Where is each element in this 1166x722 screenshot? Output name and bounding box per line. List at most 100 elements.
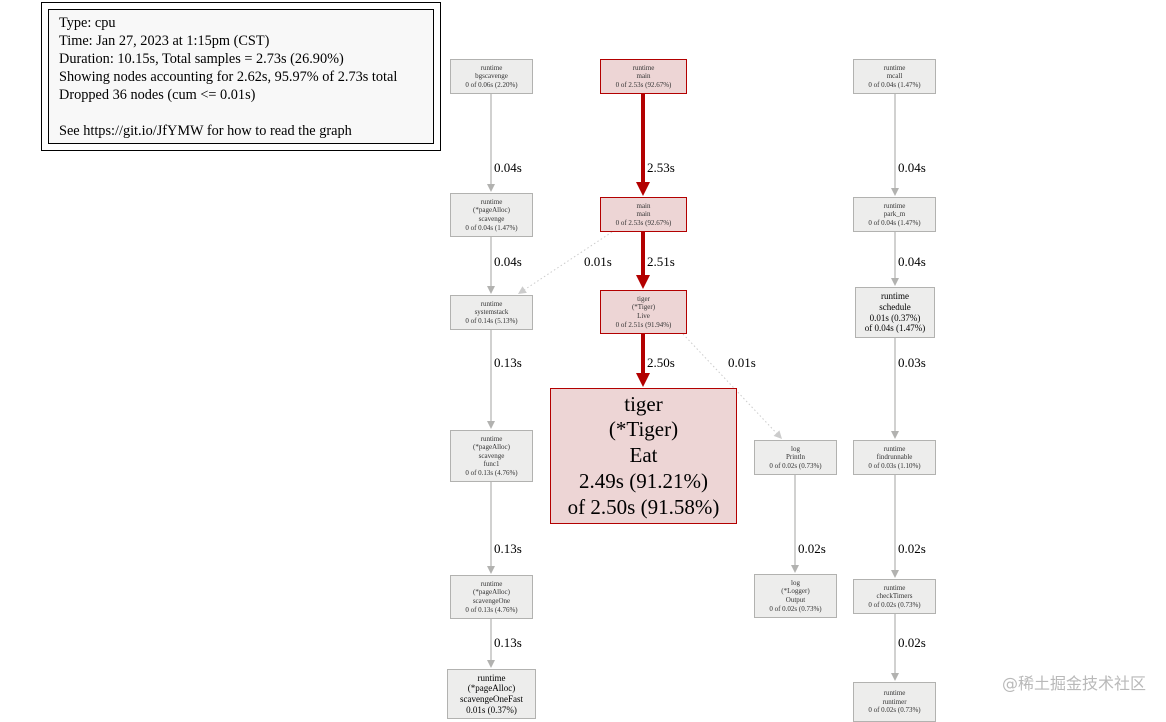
edge-arrowhead — [636, 373, 650, 387]
node-label-line: Println — [785, 453, 806, 462]
edge-label: 0.04s — [898, 160, 926, 175]
node-label-line: runtime — [480, 299, 503, 308]
node-label-line: 0 of 2.53s (92.67%) — [615, 218, 672, 227]
edge-arrowhead — [891, 570, 899, 578]
node-label-line: runtime — [480, 197, 503, 206]
edge-label: 2.50s — [647, 355, 675, 370]
node-label-line: 0 of 0.13s (4.76%) — [465, 605, 518, 614]
node-label-line: runtimer — [882, 697, 907, 706]
node-label-line: bgscavenge — [475, 72, 508, 81]
node-label-line: 0 of 0.06s (2.20%) — [465, 80, 518, 89]
node-label-line: 0 of 0.02s (0.73%) — [868, 706, 921, 715]
node-label-line: 2.49s (91.21%) — [579, 468, 708, 493]
legend-type: Type: cpu — [59, 15, 116, 31]
node-label-line: of 0.04s (1.47%) — [864, 323, 926, 334]
node-label-line: runtime — [480, 63, 503, 72]
edge-label: 0.03s — [898, 355, 926, 370]
node-label-line: scavengeOne — [472, 597, 511, 605]
node-label-line: 0 of 2.53s (92.67%) — [615, 80, 672, 89]
legend-showing: Showing nodes accounting for 2.62s, 95.9… — [59, 69, 398, 85]
edge-arrowhead — [487, 421, 495, 429]
node-label-line: 0.01s (0.37%) — [869, 312, 921, 323]
node-label-line: runtime — [883, 63, 906, 72]
node-label-line: runtime — [883, 583, 906, 592]
node-label-line: runtime — [632, 63, 655, 72]
edge-label: 0.13s — [494, 355, 522, 370]
node-label-line: scavengeOneFast — [460, 694, 523, 704]
edge-label: 0.13s — [494, 541, 522, 556]
legend-duration: Duration: 10.15s, Total samples = 2.73s … — [59, 51, 344, 67]
edge-arrowhead — [891, 673, 899, 681]
node-label-line: runtime — [883, 201, 906, 210]
edge-label: 0.02s — [898, 541, 926, 556]
node-label-line: (*pageAlloc) — [473, 206, 510, 215]
node-label-line: runtime — [883, 444, 906, 453]
node-label-line: main — [636, 72, 651, 81]
node-label-line: findrunnable — [876, 453, 913, 462]
graph-legend: Type: cpu Time: Jan 27, 2023 at 1:15pm (… — [41, 2, 441, 151]
node-label-line: runtime — [883, 689, 906, 698]
edge-arrowhead — [773, 430, 782, 439]
legend-help-link[interactable]: See https://git.io/JfYMW for how to read… — [59, 123, 352, 139]
node-label-line: 0 of 0.14s (5.13%) — [465, 316, 518, 325]
node-label-line: (*Tiger) — [631, 303, 656, 312]
node-label-line: 0.01s (0.37%) — [466, 704, 517, 715]
node-label-line: schedule — [879, 301, 911, 312]
node-label-line: log — [791, 578, 800, 587]
node-label-line: func1 — [483, 460, 500, 469]
node-label-line: log — [791, 444, 800, 453]
legend-time: Time: Jan 27, 2023 at 1:15pm (CST) — [59, 33, 270, 49]
node-label-line: runtime — [881, 291, 909, 302]
edge-arrowhead — [791, 565, 799, 573]
edge-label: 2.51s — [647, 254, 675, 269]
node-label-line: tiger — [624, 391, 663, 416]
node-label-line: (*Tiger) — [608, 417, 679, 442]
node-label-line: 0 of 0.04s (1.47%) — [868, 80, 921, 89]
node-label-line: Eat — [629, 443, 658, 468]
edge-label: 0.02s — [898, 635, 926, 650]
node-label-line: systemstack — [474, 308, 509, 317]
node-label-line: main — [636, 201, 651, 210]
node-label-line: (*pageAlloc) — [473, 443, 510, 452]
node-label-line: of 2.50s (91.58%) — [567, 494, 720, 519]
node-label-line: 0 of 0.02s (0.73%) — [868, 600, 921, 609]
edge-label: 2.53s — [647, 160, 675, 175]
edge-label: 0.01s — [728, 355, 756, 370]
edge-label: 0.04s — [494, 254, 522, 269]
node-label-line: 0 of 0.13s (4.76%) — [465, 468, 518, 477]
edge-arrowhead — [891, 278, 899, 286]
edge-arrowhead — [891, 431, 899, 439]
node-label-line: 0 of 0.04s (1.47%) — [868, 218, 921, 227]
edge-label: 0.13s — [494, 635, 522, 650]
edge-line-e_main_sys[interactable] — [524, 231, 613, 291]
node-label-line: park_m — [883, 210, 906, 219]
node-label-line: (*Logger) — [781, 587, 810, 596]
node-label-line: runtime — [477, 672, 506, 683]
node-label-line: runtime — [480, 434, 503, 443]
node-label-line: 0 of 0.02s (0.73%) — [769, 604, 822, 613]
edge-arrowhead — [487, 286, 495, 294]
node-label-line: 0 of 0.02s (0.73%) — [769, 461, 822, 470]
node-label-line: (*pageAlloc) — [467, 683, 516, 694]
edge-arrowhead — [487, 660, 495, 668]
node-label-line: scavenge — [478, 451, 505, 460]
edge-line-e_live_println[interactable] — [682, 333, 777, 434]
